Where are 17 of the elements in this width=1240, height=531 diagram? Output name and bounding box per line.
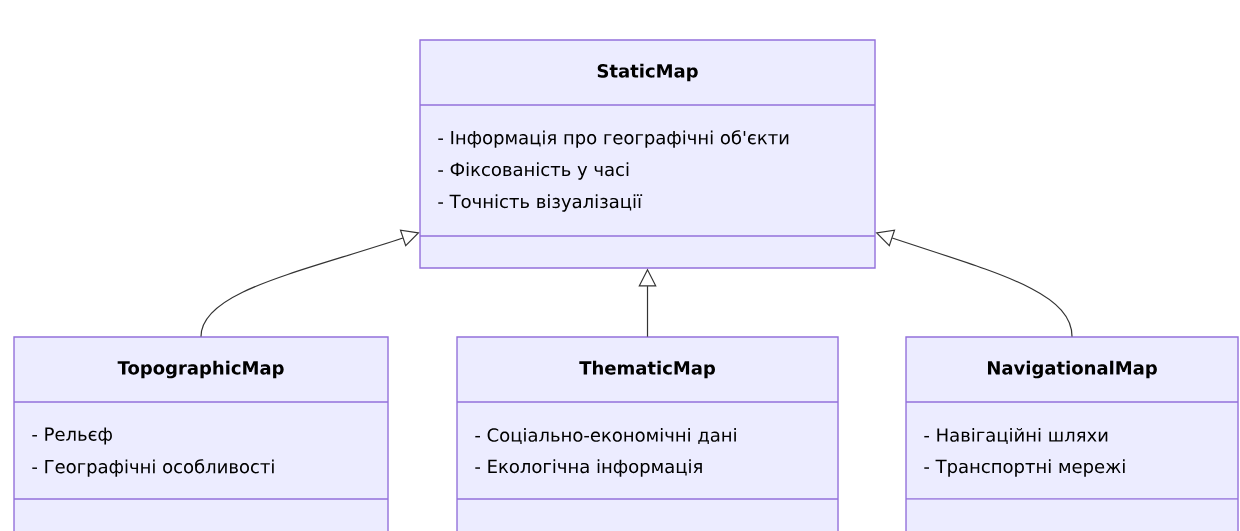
class-name: StaticMap — [597, 63, 698, 82]
attribute-text: - Інформація про географічні об'єкти — [438, 130, 789, 148]
attribute-text: - Навігаційні шляхи — [924, 427, 1108, 445]
attribute-text: - Географічні особливості — [32, 459, 274, 477]
attribute-text: - Транспортні мережі — [924, 459, 1125, 477]
class-name: TopographicMap — [117, 360, 284, 379]
class-name: ThematicMap — [579, 360, 715, 379]
class-box — [905, 336, 1239, 531]
class-box — [456, 336, 839, 531]
attribute-text: - Точність візуалізації — [438, 194, 643, 212]
class-name: NavigationalMap — [988, 360, 1157, 379]
class-box — [13, 336, 389, 531]
attribute-text: - Соціально-економічні дані — [475, 427, 736, 445]
attribute-text: - Екологічна інформація — [475, 459, 702, 477]
class-box — [419, 39, 876, 269]
attribute-text: - Фіксованість у часі — [438, 162, 629, 180]
attribute-text: - Рельєф — [32, 427, 112, 445]
